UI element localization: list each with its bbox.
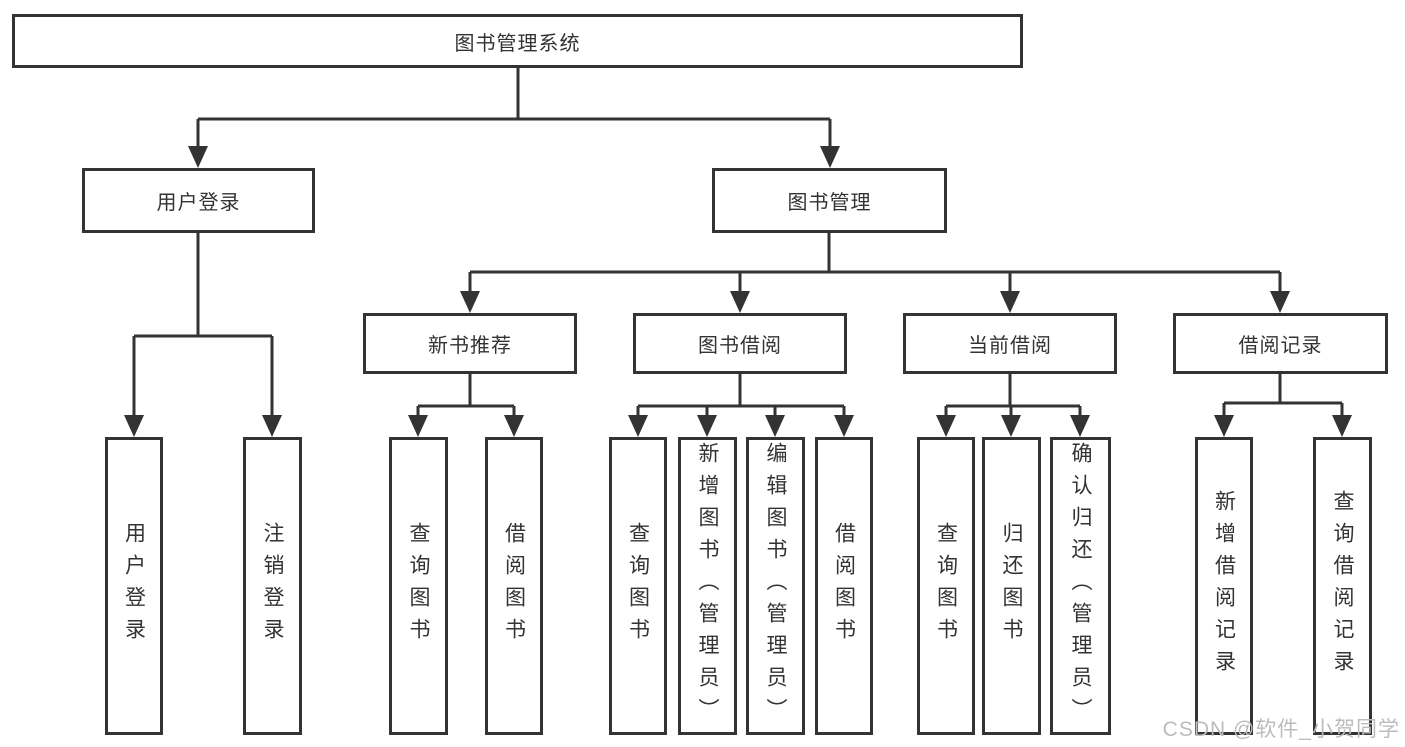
arrow-down-icon bbox=[504, 415, 524, 437]
arrow-down-icon bbox=[124, 415, 144, 437]
arrow-down-icon bbox=[1001, 415, 1021, 437]
arrowheads bbox=[124, 146, 1352, 437]
arrow-down-icon bbox=[262, 415, 282, 437]
arrow-down-icon bbox=[408, 415, 428, 437]
connector-book-borrow-to-leaves bbox=[636, 374, 846, 417]
leaf-label: 借阅图书 bbox=[502, 522, 526, 650]
leaf-label: 新增借阅记录 bbox=[1212, 490, 1236, 682]
leaf-query-books-current: 查询图书 bbox=[917, 437, 975, 735]
arrow-down-icon bbox=[765, 415, 785, 437]
leaf-logout: 注销登录 bbox=[243, 437, 302, 735]
leaf-query-books-borrow: 查询图书 bbox=[609, 437, 667, 735]
leaf-query-borrow-record: 查询借阅记录 bbox=[1313, 437, 1372, 735]
arrow-down-icon bbox=[628, 415, 648, 437]
leaf-query-books-recommend: 查询图书 bbox=[389, 437, 448, 735]
connector-user-login-to-leaves bbox=[132, 233, 274, 417]
arrow-down-icon bbox=[1214, 415, 1234, 437]
arrow-down-icon bbox=[730, 291, 750, 313]
leaf-label: 归还图书 bbox=[1000, 522, 1023, 650]
leaf-borrow-books-recommend: 借阅图书 bbox=[485, 437, 543, 735]
leaf-return-books: 归还图书 bbox=[982, 437, 1041, 735]
node-book-management: 图书管理 bbox=[712, 168, 947, 233]
connector-borrow-records-to-leaves bbox=[1222, 374, 1344, 417]
connector-new-book-to-leaves bbox=[416, 374, 516, 417]
leaf-user-login: 用户登录 bbox=[105, 437, 163, 735]
leaf-add-books-admin: 新增图书（管理员） bbox=[678, 437, 737, 735]
leaf-borrow-books: 借阅图书 bbox=[815, 437, 873, 735]
leaf-label: 查询图书 bbox=[626, 522, 650, 650]
node-new-book-recommend: 新书推荐 bbox=[363, 313, 577, 374]
leaf-label: 新增图书（管理员） bbox=[696, 442, 719, 730]
leaf-label: 注销登录 bbox=[261, 522, 284, 650]
arrow-down-icon bbox=[1332, 415, 1352, 437]
leaf-label: 查询图书 bbox=[407, 522, 430, 650]
arrow-down-icon bbox=[834, 415, 854, 437]
arrow-down-icon bbox=[460, 291, 480, 313]
leaf-label: 借阅图书 bbox=[832, 522, 856, 650]
arrow-down-icon bbox=[697, 415, 717, 437]
leaf-confirm-return-admin: 确认归还（管理员） bbox=[1050, 437, 1111, 735]
arrow-down-icon bbox=[936, 415, 956, 437]
connector-root-to-level2 bbox=[196, 68, 832, 147]
connector-book-mgmt-to-level3 bbox=[468, 233, 1282, 292]
arrow-down-icon bbox=[1070, 415, 1090, 437]
leaf-label: 用户登录 bbox=[122, 522, 146, 650]
leaf-label: 查询借阅记录 bbox=[1331, 490, 1354, 682]
arrow-down-icon bbox=[1270, 291, 1290, 313]
leaf-edit-books-admin: 编辑图书（管理员） bbox=[746, 437, 805, 735]
node-borrowing-records: 借阅记录 bbox=[1173, 313, 1388, 374]
arrow-down-icon bbox=[1000, 291, 1020, 313]
arrow-down-icon bbox=[820, 146, 840, 168]
node-current-borrowing: 当前借阅 bbox=[903, 313, 1117, 374]
node-user-login: 用户登录 bbox=[82, 168, 315, 233]
leaf-add-borrow-record: 新增借阅记录 bbox=[1195, 437, 1253, 735]
leaf-label: 编辑图书（管理员） bbox=[764, 442, 787, 730]
arrow-down-icon bbox=[188, 146, 208, 168]
leaf-label: 确认归还（管理员） bbox=[1069, 442, 1092, 730]
node-root: 图书管理系统 bbox=[12, 14, 1023, 68]
watermark: CSDN @软件_小贺同学 bbox=[1162, 718, 1400, 741]
node-book-borrowing: 图书借阅 bbox=[633, 313, 847, 374]
leaf-label: 查询图书 bbox=[934, 522, 958, 650]
connector-current-borrow-to-leaves bbox=[944, 374, 1082, 417]
